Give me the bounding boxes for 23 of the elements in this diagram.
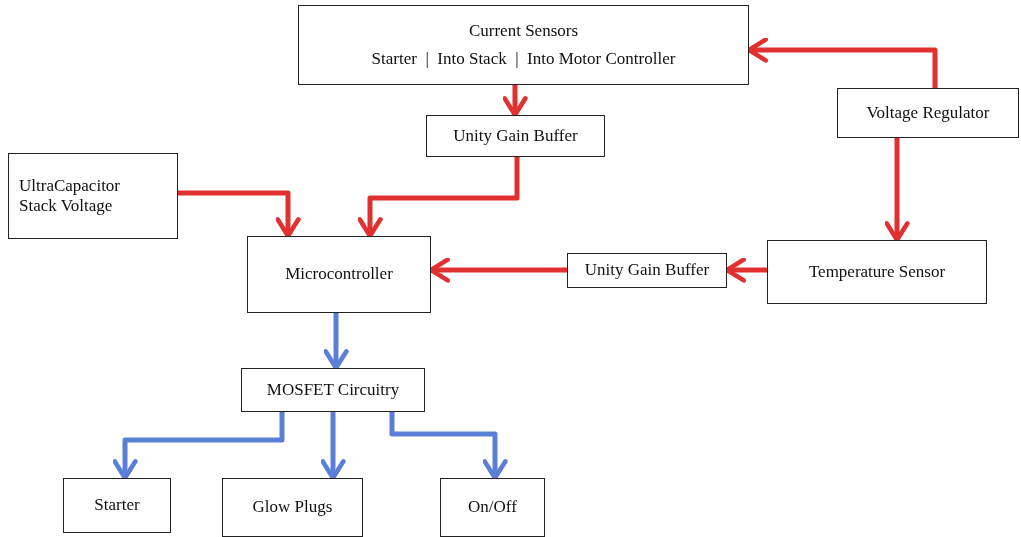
process-box [8, 153, 178, 239]
box-label: Temperature Sensor [808, 261, 946, 283]
box-label: UltraCapacitor Stack Voltage [19, 175, 121, 217]
box-label: Microcontroller [285, 264, 393, 285]
process-box [567, 253, 727, 288]
process-box [222, 478, 363, 537]
box-label: MOSFET Circuitry [266, 379, 400, 401]
box-label: Voltage Regulator [866, 102, 990, 124]
process-box [63, 478, 171, 533]
process-box [247, 236, 431, 313]
process-box [767, 240, 987, 304]
box-label: Unity Gain Buffer [453, 125, 578, 147]
box-label: Starter [94, 495, 140, 516]
process-box [440, 478, 545, 537]
process-box [426, 115, 605, 157]
box-label: Current Sensors [468, 20, 579, 41]
process-box [241, 368, 425, 412]
process-box [837, 88, 1019, 138]
box-label: Unity Gain Buffer [584, 260, 710, 281]
process-box [298, 5, 749, 85]
box-label: On/Off [468, 497, 517, 518]
box-label: Glow Plugs [252, 497, 333, 518]
box-label: Starter | Into Stack | Into Motor Controller [371, 49, 676, 70]
